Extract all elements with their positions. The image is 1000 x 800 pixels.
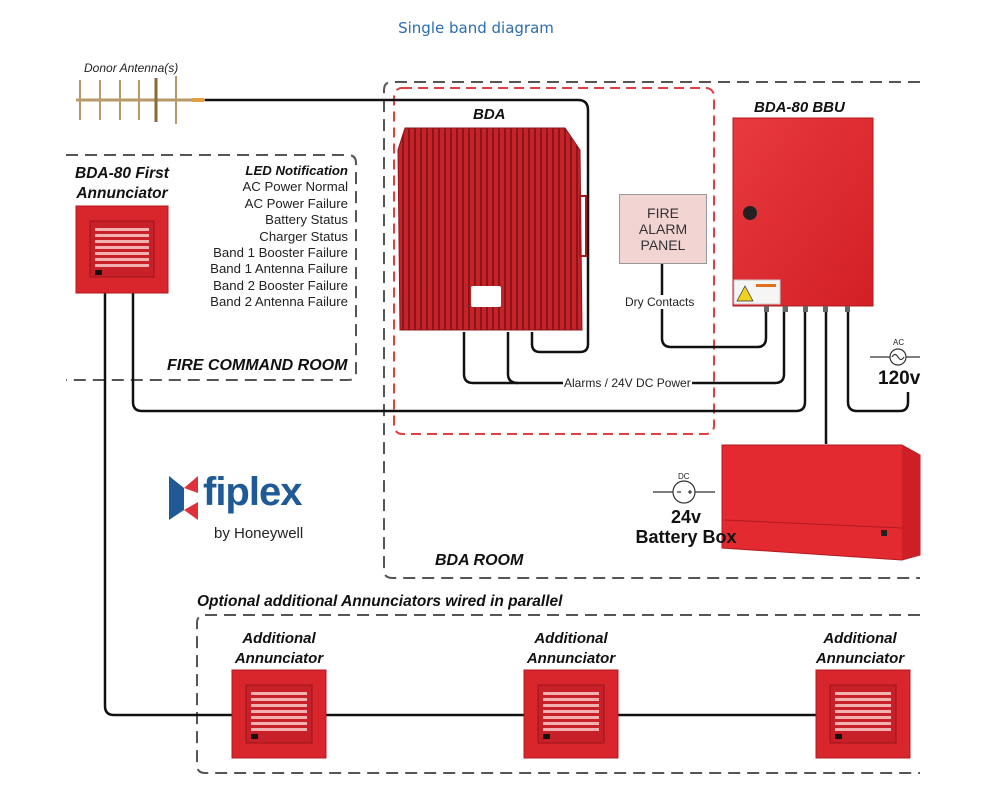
additional-annunciator-label-1: Additional Annunciator — [234, 630, 324, 667]
battery-box-device — [721, 444, 921, 561]
first-annunciator-label: BDA-80 First Annunciator — [75, 165, 169, 202]
additional-annunciator-label-2: Additional Annunciator — [526, 630, 616, 667]
bda-label: BDA — [473, 106, 506, 123]
dc-source-icon — [653, 480, 715, 504]
led-notification-header: LED Notification — [245, 163, 348, 178]
bda-device — [397, 127, 587, 331]
optional-caption: Optional additional Annunciators wired i… — [197, 593, 563, 610]
led-notification-list: LED Notification AC Power Normal AC Powe… — [210, 163, 348, 311]
led-item: Band 2 Antenna Failure — [210, 294, 348, 310]
fiplex-tagline: by Honeywell — [214, 525, 304, 542]
bda-room-boundary — [383, 81, 920, 579]
bbu-label: BDA-80 BBU — [754, 99, 845, 116]
dry-contacts-wire — [660, 263, 768, 349]
ac-voltage-label: 120v — [878, 368, 921, 389]
led-item: Band 1 Booster Failure — [213, 245, 348, 261]
additional-annunciator-device-2 — [523, 669, 619, 759]
annunciator-bbu-wire — [131, 293, 807, 413]
led-item: Band 1 Antenna Failure — [210, 261, 348, 277]
donor-antenna-icon — [76, 76, 205, 124]
led-item: Battery Status — [265, 212, 348, 228]
optional-annunciators-boundary — [196, 614, 920, 774]
diagram-title: Single band diagram — [398, 19, 554, 37]
bbu-device — [732, 117, 874, 312]
led-item: Band 2 Booster Failure — [213, 277, 348, 293]
alarms-power-label: Alarms / 24V DC Power — [563, 376, 692, 390]
antenna-cable — [205, 98, 590, 354]
ac-type-label: AC — [893, 338, 905, 347]
additional-annunciator-device-1 — [231, 669, 327, 759]
first-annunciator-device — [75, 205, 169, 294]
fire-command-room-label: FIRE COMMAND ROOM — [167, 357, 348, 374]
annunciator-chain-wire — [103, 293, 850, 717]
donor-antenna-label: Donor Antenna(s) — [84, 61, 179, 75]
fire-command-room-boundary — [66, 154, 357, 381]
bda-wire-2 — [506, 332, 519, 385]
additional-annunciator-device-3 — [815, 669, 911, 759]
ac-source-icon — [870, 348, 920, 366]
bda-room-label: BDA ROOM — [435, 552, 524, 569]
bda-red-boundary — [393, 87, 715, 435]
additional-annunciator-label-3: Additional Annunciator — [815, 630, 905, 667]
fiplex-logo-icon — [169, 476, 198, 520]
led-item: AC Power Normal — [242, 179, 348, 195]
led-item: Charger Status — [259, 228, 348, 244]
dry-contacts-label: Dry Contacts — [625, 295, 695, 309]
fiplex-brand: fiplex — [203, 470, 302, 514]
dc-type-label: DC — [678, 472, 690, 481]
battery-info: 24v Battery Box — [635, 507, 737, 547]
fire-alarm-panel: FIRE ALARM PANEL — [619, 194, 707, 264]
led-item: AC Power Failure — [244, 195, 348, 211]
bbu-ac-wire — [846, 305, 910, 413]
